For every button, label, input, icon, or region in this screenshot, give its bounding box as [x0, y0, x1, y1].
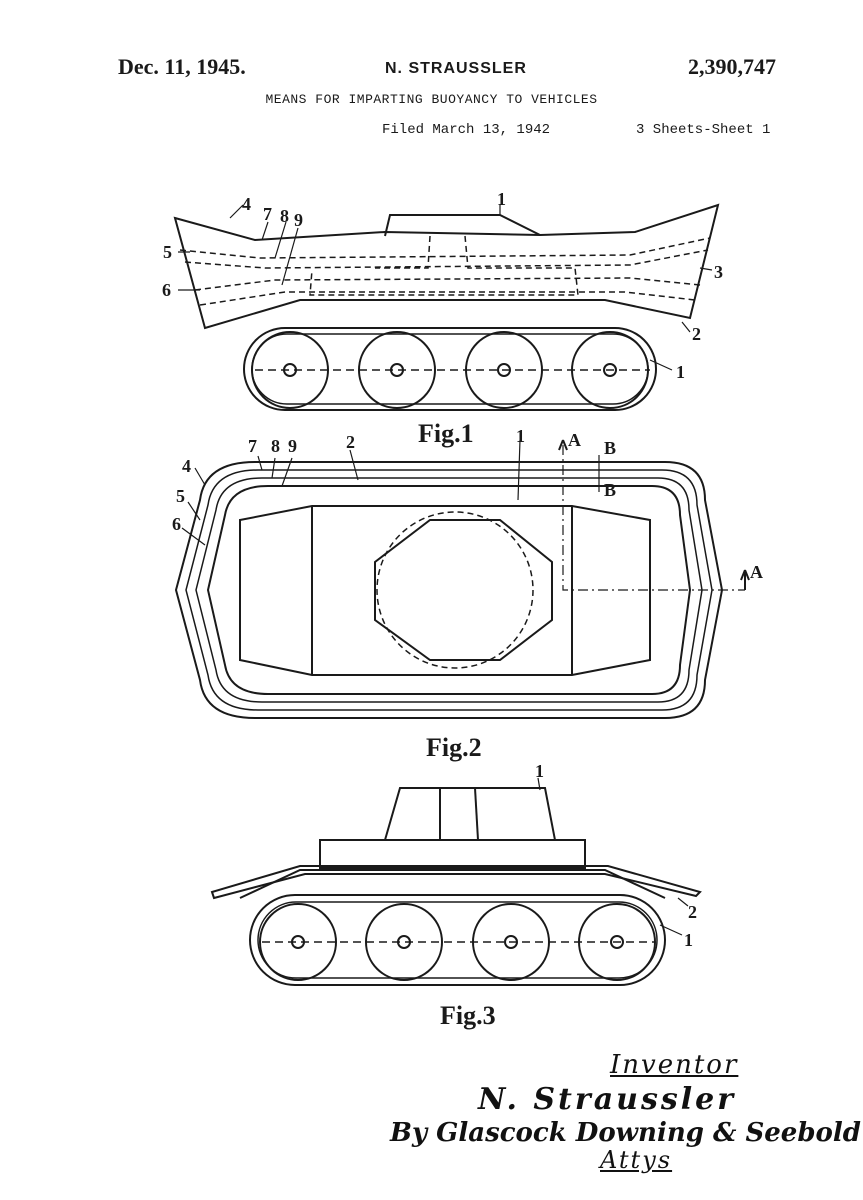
fig2-ref-1: 1 [516, 426, 525, 446]
fig2-turret [374, 519, 553, 661]
fig1-ref-6: 6 [162, 280, 171, 300]
fig1-layer-dashed [199, 291, 696, 306]
fig3-hull-body [239, 869, 666, 899]
fig3-track [249, 894, 666, 986]
fig2-leader [181, 439, 521, 546]
road-wheel [259, 903, 337, 981]
fig3-road-wheels [259, 903, 656, 981]
patent-number: 2,390,747 [688, 54, 776, 79]
road-wheel-hub [603, 363, 617, 377]
fig1-ref-1-turret: 1 [497, 189, 506, 209]
road-wheel-hub [610, 935, 624, 949]
figure-3: 1 2 1 Fig.3 [210, 761, 702, 1030]
fig1-track [243, 327, 657, 411]
figure-2: 7 8 9 2 1 4 5 6 A B B A Fig.2 [172, 426, 763, 762]
road-wheel-hub [390, 363, 404, 377]
sheet-count: 3 Sheets-Sheet 1 [636, 122, 771, 138]
fig2-ref-2: 2 [346, 432, 355, 452]
fig1-ref-1-track: 1 [676, 362, 685, 382]
fig2-section-b-bottom: B [604, 480, 616, 500]
signature-attys: Attys [600, 1146, 673, 1174]
fig3-turret [383, 787, 557, 841]
road-wheel [472, 903, 550, 981]
fig2-ref-8: 8 [271, 436, 280, 456]
fig2-ref-7: 7 [248, 436, 257, 456]
fig2-outline-inner [206, 485, 692, 695]
fig1-track-inner [251, 333, 649, 405]
fig2-section-arrow [558, 439, 750, 590]
road-wheel [365, 903, 443, 981]
fig1-turret-hidden [309, 235, 579, 296]
fig1-layer-dashed [179, 237, 711, 259]
fig1-screen-outline [173, 203, 720, 330]
fig3-ref-1-track: 1 [684, 930, 693, 950]
fig1-layer-dashed [184, 249, 709, 269]
fig1-ref-3: 3 [714, 262, 723, 282]
signature-inventor-label: Inventor [610, 1050, 739, 1080]
road-wheel [358, 331, 436, 409]
road-wheel-hub [397, 935, 411, 949]
fig2-ref-6: 6 [172, 514, 181, 534]
fig3-label: Fig.3 [440, 1001, 496, 1030]
fig2-turret-ring [376, 511, 534, 669]
signature-attorneys: By Glascock Downing & Seebold [390, 1118, 861, 1148]
signature-inventor-name: N. Straussler [478, 1082, 737, 1117]
fig1-ref-2: 2 [692, 324, 701, 344]
fig1-ref-8: 8 [280, 206, 289, 226]
fig2-label: Fig.2 [426, 733, 482, 762]
fig1-ref-5: 5 [163, 242, 172, 262]
fig1-turret [384, 214, 541, 237]
fig2-section-a-right: A [750, 562, 763, 582]
fig1-leader [178, 204, 713, 371]
fig2-hull [239, 505, 651, 676]
road-wheel-hub [504, 935, 518, 949]
fig2-outline-layer [195, 477, 703, 703]
road-wheel [571, 331, 649, 409]
inventor-name-header: N. STRAUSSLER [385, 60, 527, 77]
fig1-ref-9: 9 [294, 210, 303, 230]
fig1-label: Fig.1 [418, 419, 474, 448]
patent-date: Dec. 11, 1945. [118, 54, 246, 79]
fig2-section-a-top: A [568, 430, 581, 450]
road-wheel [465, 331, 543, 409]
fig2-ref-9: 9 [288, 436, 297, 456]
road-wheel [578, 903, 656, 981]
fig2-section-b-top: B [604, 438, 616, 458]
fig1-road-wheels [251, 331, 649, 409]
fig1-layer-dashed [194, 277, 701, 291]
fig3-turret-line [474, 787, 479, 841]
road-wheel-hub [497, 363, 511, 377]
road-wheel [251, 331, 329, 409]
fig2-section-line-a [562, 445, 745, 591]
patent-title: MEANS FOR IMPARTING BUOYANCY TO VEHICLES [265, 92, 598, 107]
filed-date: Filed March 13, 1942 [382, 122, 551, 138]
fig2-ref-4: 4 [182, 456, 191, 476]
fig3-leader [537, 777, 689, 936]
fig2-outline-layer [185, 469, 713, 711]
fig3-ref-2: 2 [688, 902, 697, 922]
fig3-track-inner [257, 901, 658, 979]
fig2-ref-5: 5 [176, 486, 185, 506]
fig3-hull-top [319, 839, 586, 869]
fig3-side-flaps [210, 865, 702, 900]
fig1-ref-4: 4 [242, 194, 251, 214]
fig3-ref-1-turret: 1 [535, 761, 544, 781]
fig1-ref-7: 7 [263, 204, 272, 224]
road-wheel-hub [283, 363, 297, 377]
figure-1: 4 7 8 9 1 5 6 3 2 1 Fig.1 [162, 189, 723, 448]
road-wheel-hub [291, 935, 305, 949]
